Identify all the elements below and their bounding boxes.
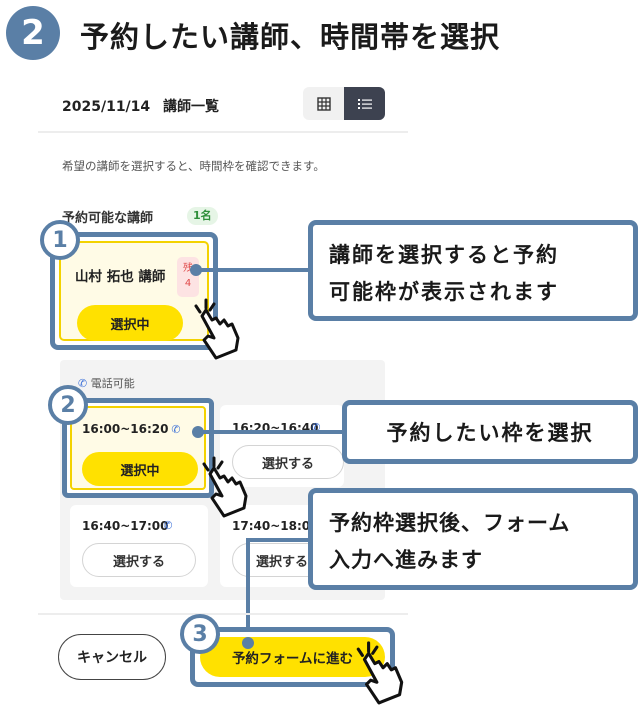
- callout-1-connector: [196, 268, 312, 272]
- proceed-highlight: 予約フォームに進む: [190, 627, 395, 687]
- time-slot-card[interactable]: 16:40~17:00 ✆ 選択する: [70, 505, 208, 587]
- teacher-count-badge: 1名: [187, 207, 218, 225]
- callout-3: 予約枠選択後、フォーム 入力へ進みます: [308, 488, 638, 590]
- teacher-card[interactable]: 山村 拓也 講師 残 4 選択中: [59, 241, 209, 341]
- callout-1-dot: [190, 264, 202, 276]
- callout-number-1: 1: [40, 220, 80, 260]
- view-toggle: [303, 87, 385, 120]
- callout-1-line1: 講師を選択すると予約: [329, 243, 559, 267]
- slot-select-button[interactable]: 選択する: [232, 445, 344, 479]
- teacher-card-highlight: 山村 拓也 講師 残 4 選択中: [50, 232, 218, 350]
- list-view-button[interactable]: [344, 87, 385, 120]
- phone-icon: ✆: [163, 518, 173, 532]
- callout-3-connector-h: [246, 538, 310, 542]
- cancel-button[interactable]: キャンセル: [58, 634, 166, 680]
- callout-number-3: 3: [180, 614, 220, 654]
- list-icon: [357, 98, 372, 109]
- callout-1-line2: 可能枠が表示されます: [329, 280, 559, 304]
- phone-available-label: 電話可能: [90, 377, 135, 390]
- time-slot-time: 17:40~18:00: [232, 519, 319, 533]
- callout-2-connector: [198, 430, 346, 434]
- teacher-selected-button[interactable]: 選択中: [77, 305, 183, 341]
- hand-pointer-icon: [356, 641, 404, 705]
- callout-1: 講師を選択すると予約 可能枠が表示されます: [308, 220, 638, 321]
- proceed-to-form-button[interactable]: 予約フォームに進む: [200, 637, 385, 677]
- callout-number-2: 2: [48, 385, 88, 425]
- remaining-label: 残: [183, 263, 193, 274]
- grid-icon: [316, 96, 331, 111]
- page-title: 2025/11/14 講師一覧: [62, 96, 219, 116]
- list-title: 講師一覧: [163, 99, 220, 115]
- callout-2-text: 予約したい枠を選択: [386, 421, 594, 445]
- time-slot-highlight: 16:00~16:20 ✆ 選択中: [62, 398, 214, 498]
- callout-3-dot: [242, 637, 254, 649]
- step-number-badge: 2: [6, 6, 60, 60]
- grid-view-button[interactable]: [303, 87, 344, 120]
- phone-icon: ✆: [311, 420, 321, 434]
- footer-divider: [38, 613, 408, 615]
- step-title: 予約したい講師、時間帯を選択: [80, 20, 501, 54]
- teacher-name: 山村 拓也 講師: [75, 269, 166, 285]
- phone-icon: ✆: [171, 422, 181, 436]
- remaining-badge: 残 4: [177, 257, 199, 297]
- callout-2-dot: [192, 426, 204, 438]
- time-slot-card[interactable]: 16:20~16:40 ✆ 選択する: [220, 405, 344, 487]
- time-slot-time: 16:40~17:00: [82, 519, 169, 533]
- callout-2: 予約したい枠を選択: [342, 400, 638, 464]
- hand-pointer-icon: [194, 298, 240, 360]
- hint-text: 希望の講師を選択すると、時間枠を確認できます。: [62, 159, 325, 173]
- time-slot-card[interactable]: 16:00~16:20 ✆ 選択中: [70, 406, 206, 490]
- phone-icon: ✆: [78, 377, 88, 390]
- slot-select-button[interactable]: 選択する: [82, 543, 196, 577]
- header-divider: [38, 131, 408, 133]
- callout-3-line1: 予約枠選択後、フォーム: [329, 511, 571, 535]
- remaining-count: 4: [184, 278, 192, 289]
- hand-pointer-icon: [202, 456, 248, 518]
- available-teachers-label: 予約可能な講師: [62, 211, 154, 226]
- callout-3-connector-v: [246, 538, 250, 642]
- phone-available-legend: ✆ 電話可能: [78, 375, 135, 391]
- callout-3-line2: 入力へ進みます: [329, 548, 483, 572]
- date-label: 2025/11/14: [62, 99, 151, 115]
- time-slot-time: 16:00~16:20: [82, 422, 169, 436]
- slot-selected-button[interactable]: 選択中: [82, 452, 198, 486]
